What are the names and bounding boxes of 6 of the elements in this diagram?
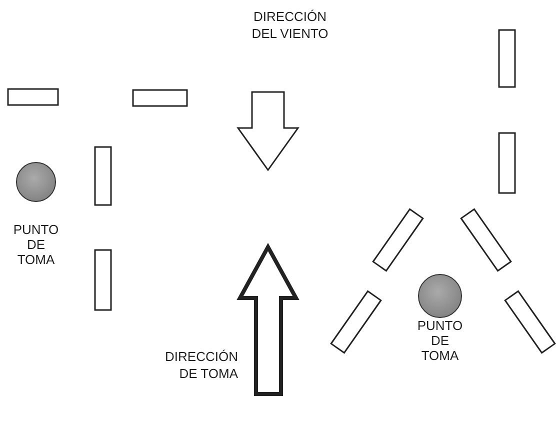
sampling-point-label: PUNTO DE TOMA (12, 222, 60, 267)
sampling-point-circle (16, 162, 56, 202)
sampling-point-label: PUNTO DE TOMA (416, 318, 464, 363)
sampling-point-circle (418, 274, 462, 318)
direction-label: DIRECCIÓN DEL VIENTO (250, 8, 330, 42)
direction-label: DIRECCIÓN DE TOMA (164, 348, 238, 382)
